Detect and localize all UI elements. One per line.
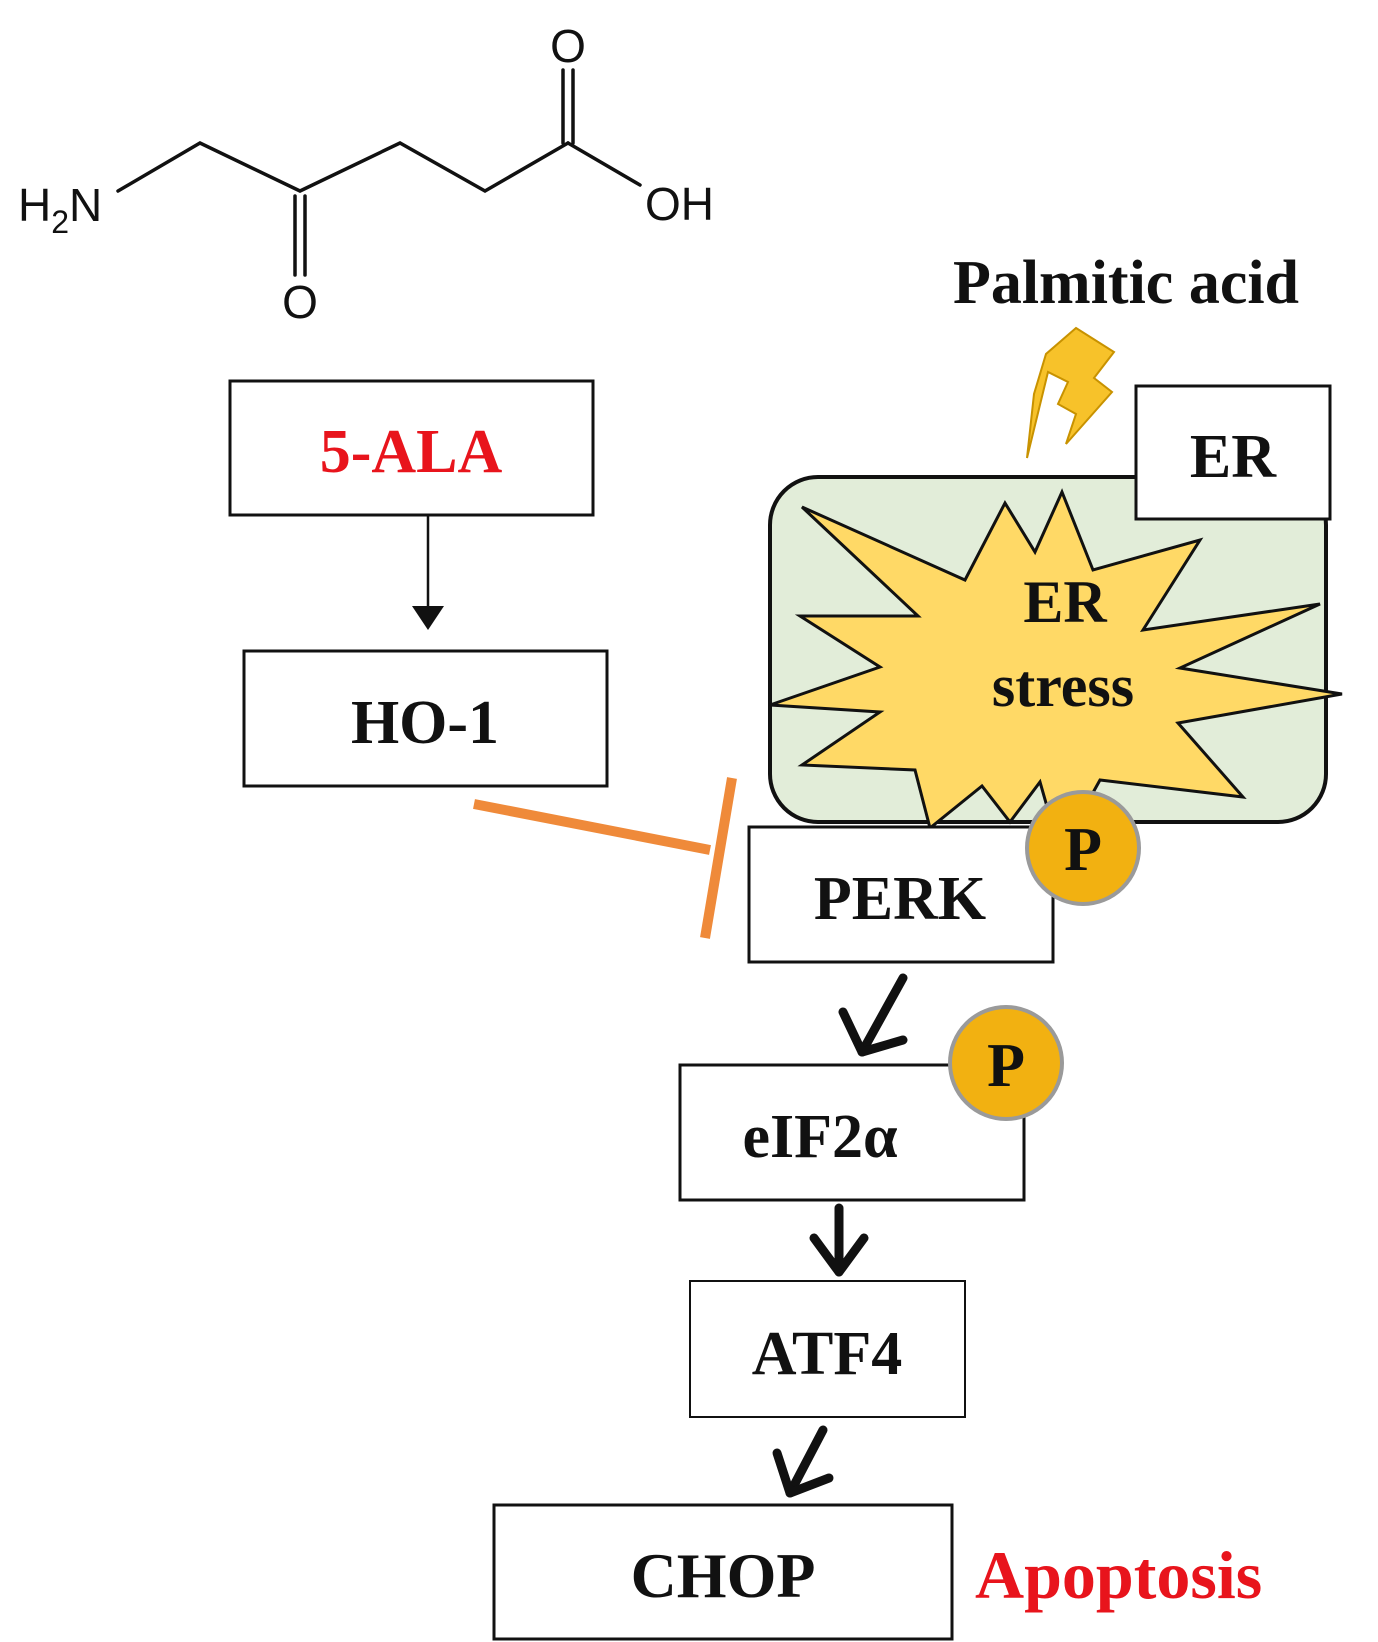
atf4-box — [689, 1280, 966, 1418]
ala-label: 5-ALA — [320, 418, 503, 486]
hydroxyl-bond — [566, 141, 642, 187]
ala-box — [228, 379, 595, 517]
atf4-label: ATF4 — [752, 1320, 902, 1388]
eif2a-label: eIF2α — [742, 1103, 897, 1171]
perk-phospho-label: P — [1064, 816, 1102, 884]
perk-to-eif2a-arrowhead — [838, 1007, 908, 1057]
eif2a-phospho-label: P — [987, 1032, 1025, 1100]
palmitic-acid-label: Palmitic acid — [953, 249, 1299, 317]
atf4-to-chop-arrowhead — [772, 1448, 834, 1498]
er-stress-label-line1: ER — [1023, 569, 1107, 635]
carbon-chain — [116, 141, 570, 194]
eif2a-phospho-badge — [948, 1005, 1064, 1121]
inhibition-bar — [700, 777, 737, 939]
ho1-box — [242, 649, 609, 788]
ala-to-ho1-arrowhead — [412, 606, 444, 630]
apoptosis-label: Apoptosis — [975, 1537, 1262, 1613]
ala-structure: H2N O O OH — [18, 20, 714, 328]
lightning-icon — [1026, 326, 1116, 459]
perk-to-eif2a-arrow — [857, 973, 908, 1057]
er-label: ER — [1190, 423, 1277, 491]
perk-label: PERK — [814, 865, 986, 933]
er-box — [1134, 384, 1332, 521]
acid-oxygen: O — [550, 20, 586, 72]
hydroxyl-group: OH — [645, 178, 714, 230]
ho1-label: HO-1 — [351, 689, 499, 757]
atf4-to-chop-arrow — [785, 1425, 828, 1498]
amine-group: H2N — [18, 179, 102, 240]
ketone-oxygen: O — [282, 276, 318, 328]
chop-box — [492, 1503, 954, 1641]
er-stress-burst-icon — [769, 488, 1343, 856]
chop-label: CHOP — [631, 1540, 816, 1611]
er-stress-label-line2: stress — [992, 653, 1134, 719]
eif2a-to-atf4-arrowhead — [809, 1233, 869, 1277]
inhibition-line — [473, 799, 711, 855]
perk-phospho-badge — [1025, 790, 1141, 906]
perk-box — [747, 825, 1055, 964]
